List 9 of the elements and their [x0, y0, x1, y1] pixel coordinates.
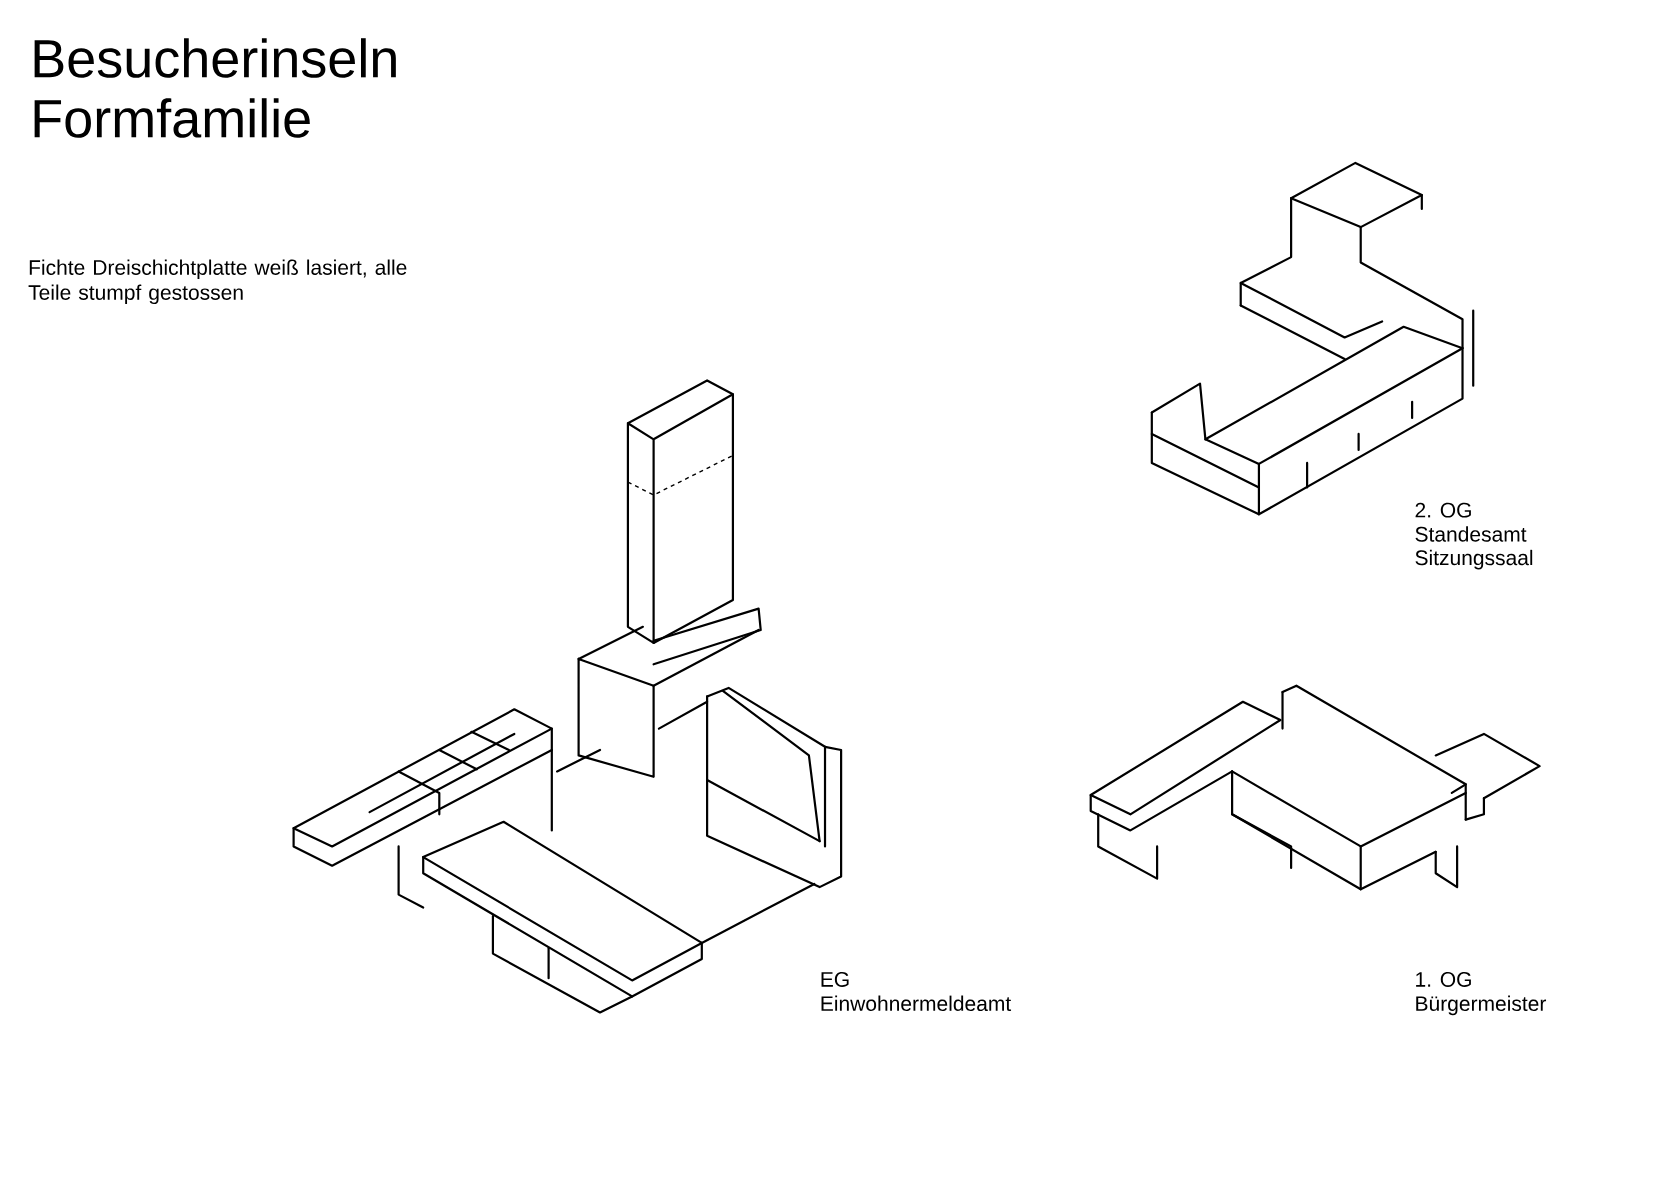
floor-label: EG	[821, 972, 849, 987]
floor-label: 1. OG	[1416, 972, 1471, 987]
floor-label: Einwohnermeldeamt	[821, 995, 1012, 1012]
floor-label: Sitzungssaal	[1415, 549, 1533, 570]
floor-label: Standesamt	[1415, 526, 1527, 542]
floor-label: 2. OG	[1415, 502, 1471, 518]
title: Besucherinseln Formfamilie	[34, 38, 396, 138]
floor-label: Bürgermeister	[1416, 995, 1547, 1016]
note-text: Fichte Dreischichtplatte weiß lasiert, alle Teile stumpf gestossen	[28, 259, 407, 305]
